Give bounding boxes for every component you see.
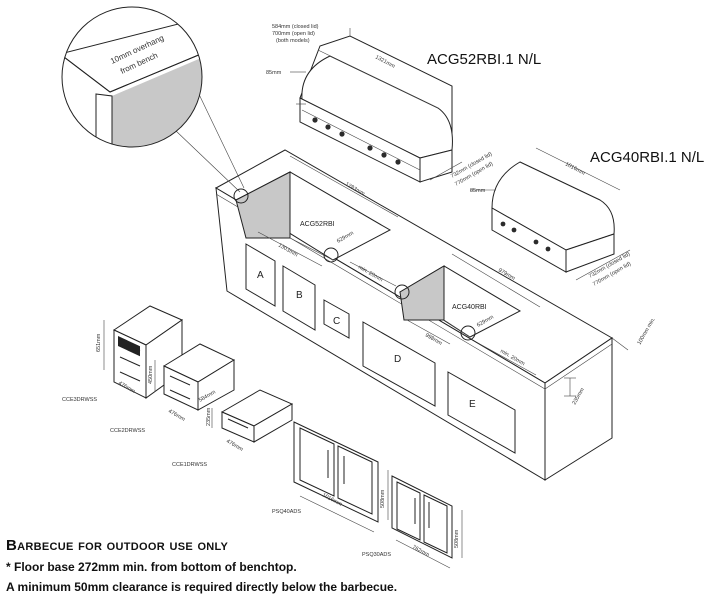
dim-d2-width: 476mm — [167, 409, 186, 424]
drawer-2-drawing — [154, 343, 236, 411]
product-drawer3: CCE3DRWSS — [62, 397, 97, 403]
dim-small-side: 85mm — [470, 188, 486, 194]
product-drawer1: CCE1DRWSS — [172, 462, 207, 468]
dim-small-width: 1016mm — [564, 161, 586, 177]
model-label-small: ACG40RBI.1 N/L — [590, 149, 704, 166]
dim-d2-height: 450mm — [148, 365, 154, 384]
door-psq40-drawing — [293, 421, 389, 533]
cutout-c: C — [333, 316, 340, 327]
dim-large-side: 85mm — [266, 70, 282, 76]
dim-d1-width: 476mm — [225, 439, 244, 454]
cutout-d: D — [394, 354, 401, 365]
dim-bench-edge: 100mm min. — [637, 316, 658, 346]
product-door-large: PSQ40ADS — [272, 509, 301, 515]
dim-psq30-width: 762mm — [411, 544, 430, 558]
drawer-1-drawing — [211, 389, 294, 443]
product-door-small: PSQ30ADS — [362, 552, 391, 558]
cutout-b: B — [296, 290, 303, 301]
footer-heading: Barbecue for outdoor use only — [6, 537, 229, 554]
dim-psq40-height: 508mm — [380, 489, 386, 508]
overhang-detail-callout — [61, 6, 245, 193]
cutout-label-small: ACG40RBI — [452, 304, 487, 311]
footer-note-clearance: A minimum 50mm clearance is required dir… — [6, 580, 398, 594]
door-psq30-drawing — [391, 475, 463, 569]
cutout-a: A — [257, 270, 264, 281]
dim-lid-height-open: 700mm (open lid) — [272, 31, 315, 37]
bbq-small-drawing — [470, 147, 631, 281]
dim-lid-height-both: (both models) — [276, 38, 310, 44]
cutout-e: E — [469, 399, 476, 410]
dim-d3-height: 651mm — [96, 333, 102, 352]
model-label-large: ACG52RBI.1 N/L — [427, 51, 541, 68]
bench-unit — [214, 149, 629, 481]
dim-d1-height: 235mm — [206, 407, 212, 426]
footer-note-floor-base: * Floor base 272mm min. from bottom of b… — [6, 560, 297, 574]
product-drawer2: CCE2DRWSS — [110, 428, 145, 434]
dim-lid-height-closed: 584mm (closed lid) — [272, 24, 319, 30]
cutout-label-large: ACG52RBI — [300, 221, 335, 228]
dim-psq30-height: 508mm — [454, 529, 460, 548]
bbq-large-drawing — [290, 28, 463, 183]
